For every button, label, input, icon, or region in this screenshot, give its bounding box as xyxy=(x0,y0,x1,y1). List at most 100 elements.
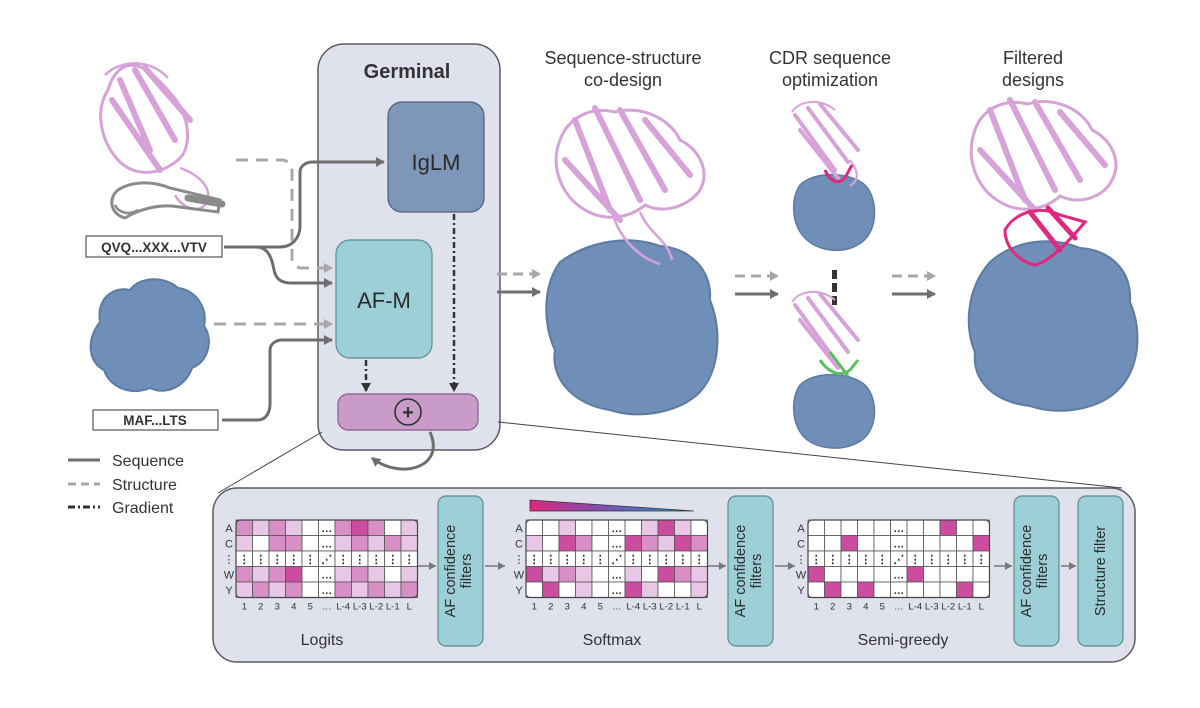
grid-cell xyxy=(807,519,825,536)
grid-cell xyxy=(384,535,402,552)
grid-cell xyxy=(351,519,369,536)
column-label: L xyxy=(979,602,984,613)
grid-cell xyxy=(972,519,990,536)
column-label: 1 xyxy=(532,602,537,613)
grid-cell xyxy=(542,535,560,552)
row-label: ⋮ xyxy=(796,554,807,566)
grid-cell xyxy=(525,519,543,536)
iglm-label: IgLM xyxy=(412,150,461,175)
grid-cell xyxy=(657,566,675,583)
grid-cell xyxy=(235,519,253,536)
combine-box xyxy=(337,393,479,431)
grid-ellipsis: ⋰ xyxy=(321,554,332,566)
grid-cell xyxy=(384,566,402,583)
grid-cell xyxy=(690,566,708,583)
grid-ellipsis: ⋮ xyxy=(877,554,888,566)
grid-ellipsis: ⋮ xyxy=(926,554,937,566)
grid-ellipsis: … xyxy=(893,569,904,581)
af-filter-1-line1: AF confidence xyxy=(443,525,459,618)
grid-cell xyxy=(334,566,352,583)
grid-cell xyxy=(939,566,957,583)
column-label: 2 xyxy=(548,602,553,613)
legend-structure-label: Structure xyxy=(112,477,177,494)
grid-frame xyxy=(807,519,991,599)
column-label: 3 xyxy=(565,602,570,613)
grid-cell xyxy=(575,566,593,583)
grid-cell xyxy=(906,581,924,598)
grid-ellipsis: ⋮ xyxy=(844,554,855,566)
row-label: C xyxy=(225,538,233,550)
column-label: L-2 xyxy=(369,602,383,613)
codesign-title-line1: Sequence-structure xyxy=(544,48,701,68)
zoom-line-right xyxy=(497,421,1123,489)
grid-cell xyxy=(824,581,842,598)
cdr-opt-title-line1: CDR sequence xyxy=(769,48,891,68)
grid-ellipsis: ⋮ xyxy=(628,554,639,566)
af-filter-3-line2: filters xyxy=(1035,554,1051,589)
grid-ellipsis: ⋮ xyxy=(305,554,316,566)
legend-gradient-label: Gradient xyxy=(112,500,174,517)
grid-cell xyxy=(624,581,642,598)
grid-cell xyxy=(674,535,692,552)
row-label: A xyxy=(797,523,805,535)
grid-ellipsis: ⋮ xyxy=(562,554,573,566)
column-label: 5 xyxy=(308,602,313,613)
grid-cell xyxy=(906,535,924,552)
grid-cell xyxy=(674,519,692,536)
grid-cell xyxy=(268,535,286,552)
grid-cell xyxy=(268,581,286,598)
grid-cell xyxy=(301,535,319,552)
grid-ellipsis: ⋮ xyxy=(354,554,365,566)
grid-cell xyxy=(558,519,576,536)
grid-cell xyxy=(873,581,891,598)
grid-ellipsis: ⋮ xyxy=(288,554,299,566)
grid-cell xyxy=(400,581,418,598)
grid-cell xyxy=(873,535,891,552)
grid-cell xyxy=(334,535,352,552)
grid-cell xyxy=(972,566,990,583)
target-protein-icon xyxy=(89,278,210,393)
grid-ellipsis: ⋰ xyxy=(611,554,622,566)
grid-ellipsis: … xyxy=(321,538,332,550)
grid-cell xyxy=(542,566,560,583)
grid-cell xyxy=(939,535,957,552)
semigreedy-title: Semi-greedy xyxy=(858,632,949,649)
grid-cell xyxy=(384,519,402,536)
column-label: L-4 xyxy=(336,602,350,613)
grid-cell xyxy=(657,519,675,536)
target-sequence-label: MAF...LTS xyxy=(123,413,187,428)
grid-ellipsis: ⋮ xyxy=(404,554,415,566)
grid-ellipsis: ⋮ xyxy=(661,554,672,566)
antibody-structure-icon xyxy=(99,62,226,220)
grid-ellipsis: ⋮ xyxy=(694,554,705,566)
column-label: L-1 xyxy=(386,602,400,613)
antibody-sequence-box xyxy=(85,235,223,258)
combine-symbol: + xyxy=(402,402,414,424)
grid-cell xyxy=(807,535,825,552)
grid-cell xyxy=(674,581,692,598)
column-label: … xyxy=(322,602,332,613)
softmax-temperature-wedge xyxy=(529,499,695,512)
grid-ellipsis: ⋮ xyxy=(959,554,970,566)
grid-ellipsis: ⋮ xyxy=(255,554,266,566)
af-filter-2-line2: filters xyxy=(749,554,765,589)
column-label: 2 xyxy=(258,602,263,613)
grid-ellipsis: ⋮ xyxy=(860,554,871,566)
grid-ellipsis: ⋮ xyxy=(910,554,921,566)
filtered-title-line1: Filtered xyxy=(1003,48,1063,68)
grid-cell xyxy=(657,581,675,598)
grid-cell xyxy=(857,535,875,552)
column-label: 4 xyxy=(581,602,586,613)
cdr-design-bottom-icon xyxy=(791,291,876,449)
grid-ellipsis: … xyxy=(321,523,332,535)
afm-label: AF-M xyxy=(357,288,411,313)
grid-cell xyxy=(956,566,974,583)
grid-cell xyxy=(301,566,319,583)
row-label: W xyxy=(796,569,807,581)
grid-cell xyxy=(824,519,842,536)
row-label: W xyxy=(224,569,235,581)
grid-cell xyxy=(235,535,253,552)
grid-cell xyxy=(400,535,418,552)
